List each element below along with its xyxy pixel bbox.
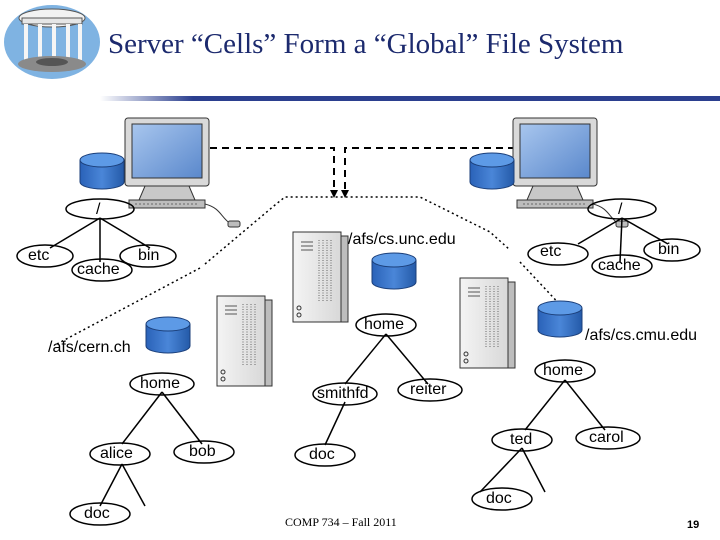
cmu-home-label: home — [543, 362, 584, 379]
cmu-doc-label: doc — [486, 490, 512, 507]
right-root-label: / — [618, 201, 623, 218]
left-bin-label: bin — [138, 247, 160, 264]
cmu-mount-label: /afs/cs.cmu.edu — [585, 327, 698, 344]
client-workstation-left — [124, 117, 241, 228]
cern-home-label: home — [140, 375, 181, 392]
mount-links — [54, 196, 566, 346]
network-links — [210, 147, 515, 192]
server-tower-icon — [459, 277, 516, 369]
unc-mount-label: /afs/cs.unc.edu — [348, 231, 456, 248]
header-rule — [100, 96, 720, 101]
page-number: 19 — [687, 519, 700, 531]
right-bin-label: bin — [658, 241, 680, 258]
tree-nodes — [16, 198, 701, 526]
cern-mount-label: /afs/cern.ch — [48, 339, 131, 356]
disk-icon — [145, 316, 191, 354]
unc-user-reiter-label: reiter — [410, 381, 447, 398]
unc-user-smithfd-label: smithfd — [317, 385, 369, 402]
old-well-logo-icon — [4, 5, 100, 79]
disk-icon — [469, 152, 515, 190]
left-etc-label: etc — [28, 247, 50, 264]
disk-icon — [371, 252, 417, 290]
unc-home-label: home — [364, 316, 405, 333]
slide-title: Server “Cells” Form a “Global” File Syst… — [108, 28, 624, 60]
cern-user-bob-label: bob — [189, 443, 216, 460]
server-tower-icon — [216, 295, 273, 387]
server-tower-icon — [292, 231, 349, 323]
client-workstation-right — [512, 117, 629, 228]
disk-icon — [79, 152, 125, 190]
cmu-user-carol-label: carol — [589, 429, 624, 446]
disk-icon — [537, 300, 583, 338]
right-cache-label: cache — [598, 257, 641, 274]
left-root-label: / — [96, 201, 101, 218]
unc-doc-label: doc — [309, 446, 335, 463]
slide-footer: COMP 734 – Fall 2011 — [285, 515, 397, 529]
cern-doc-label: doc — [84, 505, 110, 522]
cern-user-alice-label: alice — [100, 445, 133, 462]
right-etc-label: etc — [540, 243, 562, 260]
cmu-user-ted-label: ted — [510, 431, 533, 448]
tree-edges — [49, 217, 669, 507]
left-cache-label: cache — [77, 261, 120, 278]
